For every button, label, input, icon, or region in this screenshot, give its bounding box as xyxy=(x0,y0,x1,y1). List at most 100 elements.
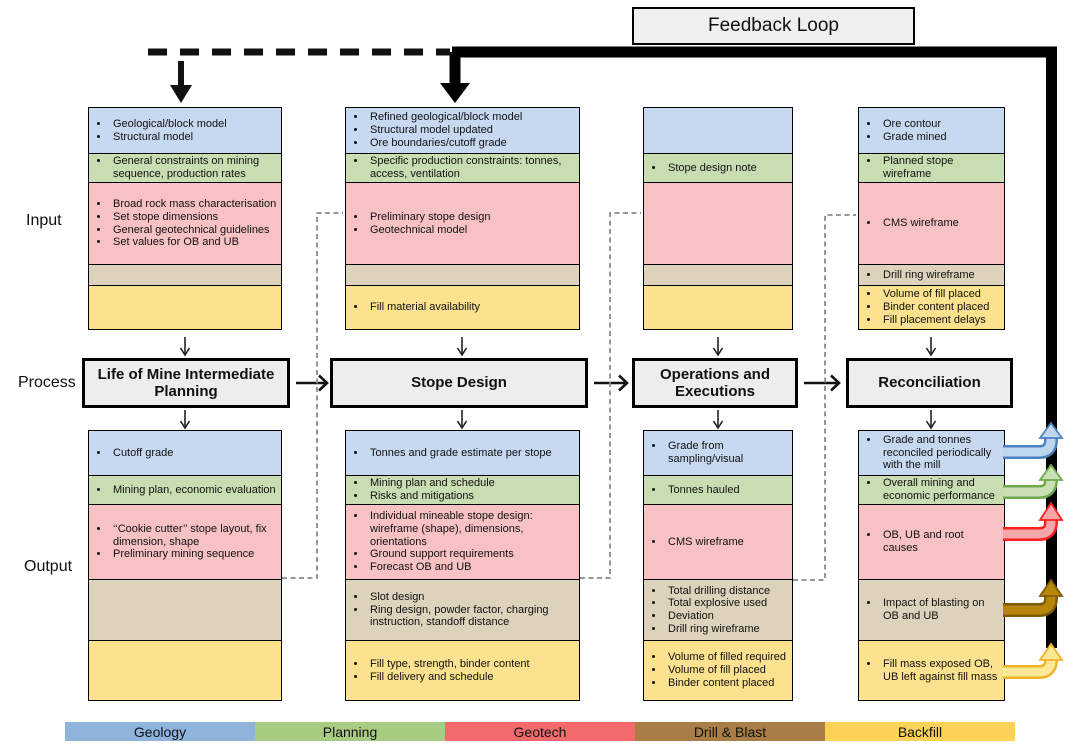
bullet-item: Preliminary mining sequence xyxy=(110,548,278,561)
feedback-arrow-drill-blast xyxy=(1003,578,1064,617)
bullet-item: Geological/block model xyxy=(110,118,227,131)
row-geotech: Broad rock mass characterisation Set sto… xyxy=(89,183,281,265)
process-label: Life of Mine Intermediate Planning xyxy=(97,365,275,400)
bullet-item: General constraints on mining sequence, … xyxy=(110,155,278,181)
row-geotech: Individual mineable stope design: wirefr… xyxy=(346,505,579,580)
bullet-list: Preliminary stope design Geotechnical mo… xyxy=(349,211,490,237)
bullet-item: Slot design xyxy=(367,591,576,604)
bullet-list: Mining plan, economic evaluation xyxy=(92,484,276,497)
input-stack-stope-design: Refined geological/block model Structura… xyxy=(345,107,580,330)
bullet-item: Volume of fill placed xyxy=(880,288,989,301)
legend-label: Geology xyxy=(133,723,187,740)
row-backfill: Fill type, strength, binder content Fill… xyxy=(346,641,579,700)
feedback-arrow-geotech xyxy=(1003,501,1064,541)
legend-item-drill-blast: Drill & Blast xyxy=(635,722,825,741)
row-planning: General constraints on mining sequence, … xyxy=(89,154,281,183)
side-label-input: Input xyxy=(26,212,62,229)
bullet-item: Cutoff grade xyxy=(110,447,173,460)
bullet-item: Mining plan and schedule xyxy=(367,477,495,490)
bullet-item: Drill ring wireframe xyxy=(880,269,975,282)
input-stack-reconciliation: Ore contour Grade mined Planned stope wi… xyxy=(858,107,1005,330)
bullet-item: Deviation xyxy=(665,610,770,623)
bullet-item: Ore boundaries/cutoff grade xyxy=(367,137,522,150)
row-geology: Tonnes and grade estimate per stope xyxy=(346,431,579,476)
feedback-loop-label: Feedback Loop xyxy=(708,15,839,36)
bullet-list: Drill ring wireframe xyxy=(862,269,975,282)
row-geotech: Preliminary stope design Geotechnical mo… xyxy=(346,183,579,265)
row-planning: Mining plan, economic evaluation xyxy=(89,476,281,505)
row-geology: Geological/block model Structural model xyxy=(89,108,281,154)
feedback-arrow-geology xyxy=(1003,421,1064,459)
process-box-life-of-mine: Life of Mine Intermediate Planning xyxy=(82,358,290,408)
bullet-list: Volume of filled required Volume of fill… xyxy=(647,651,786,689)
bullet-item: Grade from sampling/visual xyxy=(665,440,789,466)
bullet-item: Structural model xyxy=(110,131,227,144)
legend-item-planning: Planning xyxy=(255,722,445,741)
row-drill-blast xyxy=(346,265,579,286)
bullet-list: Specific production constraints: tonnes,… xyxy=(349,155,576,181)
row-geology xyxy=(644,108,792,154)
bullet-item: Ground support requirements xyxy=(367,548,576,561)
bullet-list: General constraints on mining sequence, … xyxy=(92,155,278,181)
side-label-output: Output xyxy=(24,558,73,575)
legend-item-backfill: Backfill xyxy=(825,722,1015,741)
row-drill-blast: Impact of blasting on OB and UB xyxy=(859,580,1004,641)
process-box-stope-design: Stope Design xyxy=(330,358,588,408)
bullet-list: Refined geological/block model Structura… xyxy=(349,111,522,149)
bullet-list: OB, UB and root causes xyxy=(862,529,1001,555)
bullet-item: Ore contour xyxy=(880,118,947,131)
bullet-item: Set values for OB and UB xyxy=(110,236,276,249)
row-drill-blast: Total drilling distance Total explosive … xyxy=(644,580,792,641)
bullet-list: Grade from sampling/visual xyxy=(647,440,789,466)
down-arrow-into-col2-input xyxy=(440,52,470,103)
legend: Geology Planning Geotech Drill & Blast B… xyxy=(65,722,1015,741)
bullet-item: Ring design, powder factor, charging ins… xyxy=(367,604,576,630)
bullet-list: Slot design Ring design, powder factor, … xyxy=(349,591,576,629)
bullet-item: Forecast OB and UB xyxy=(367,561,576,574)
bullet-list: Stope design note xyxy=(647,162,757,175)
row-geotech: OB, UB and root causes xyxy=(859,505,1004,580)
bullet-item: Binder content placed xyxy=(665,677,786,690)
bullet-item: Stope design note xyxy=(665,162,757,175)
bullet-list: Volume of fill placed Binder content pla… xyxy=(862,288,989,326)
bullet-list: Fill material availability xyxy=(349,301,480,314)
row-backfill: Volume of filled required Volume of fill… xyxy=(644,641,792,700)
process-box-reconciliation: Reconciliation xyxy=(846,358,1013,408)
row-planning: Tonnes hauled xyxy=(644,476,792,505)
process-label: Reconciliation xyxy=(878,374,981,392)
feedback-loop-box: Feedback Loop xyxy=(632,7,915,45)
bullet-list: CMS wireframe xyxy=(647,536,744,549)
bullet-item: Geotechnical model xyxy=(367,224,490,237)
bullet-list: Total drilling distance Total explosive … xyxy=(647,585,770,636)
bullet-item: Impact of blasting on OB and UB xyxy=(880,597,1001,623)
bullet-item: Binder content placed xyxy=(880,301,989,314)
bullet-list: Tonnes hauled xyxy=(647,484,740,497)
bullet-list: Ore contour Grade mined xyxy=(862,118,947,144)
bullet-item: Volume of filled required xyxy=(665,651,786,664)
input-stack-operations: Stope design note xyxy=(643,107,793,330)
bullet-item: ‘‘Cookie cutter’’ stope layout, fix dime… xyxy=(110,523,278,549)
bullet-list: Cutoff grade xyxy=(92,447,173,460)
output-stack-life-of-mine: Cutoff grade Mining plan, economic evalu… xyxy=(88,430,282,701)
row-planning: Planned stope wireframe xyxy=(859,154,1004,183)
bullet-item: Individual mineable stope design: wirefr… xyxy=(367,510,576,548)
side-label-process: Process xyxy=(18,374,76,391)
bullet-item: Specific production constraints: tonnes,… xyxy=(367,155,576,181)
bullet-item: Fill placement delays xyxy=(880,314,989,327)
bullet-item: Fill mass exposed OB, UB left against fi… xyxy=(880,658,1001,684)
bullet-list: Planned stope wireframe xyxy=(862,155,1001,181)
row-drill-blast xyxy=(89,265,281,286)
bullet-item: Planned stope wireframe xyxy=(880,155,1001,181)
legend-item-geology: Geology xyxy=(65,722,255,741)
legend-label: Planning xyxy=(322,723,378,740)
bullet-item: Broad rock mass characterisation xyxy=(110,198,276,211)
row-backfill: Fill material availability xyxy=(346,286,579,329)
row-backfill xyxy=(644,286,792,329)
bullet-item: Risks and mitigations xyxy=(367,490,495,503)
row-planning: Overall mining and economic performance xyxy=(859,476,1004,505)
bullet-item: Mining plan, economic evaluation xyxy=(110,484,276,497)
bullet-item: Fill delivery and schedule xyxy=(367,671,530,684)
row-backfill xyxy=(89,641,281,700)
process-label: Operations and Executions xyxy=(659,365,771,400)
output-stack-operations: Grade from sampling/visual Tonnes hauled… xyxy=(643,430,793,701)
